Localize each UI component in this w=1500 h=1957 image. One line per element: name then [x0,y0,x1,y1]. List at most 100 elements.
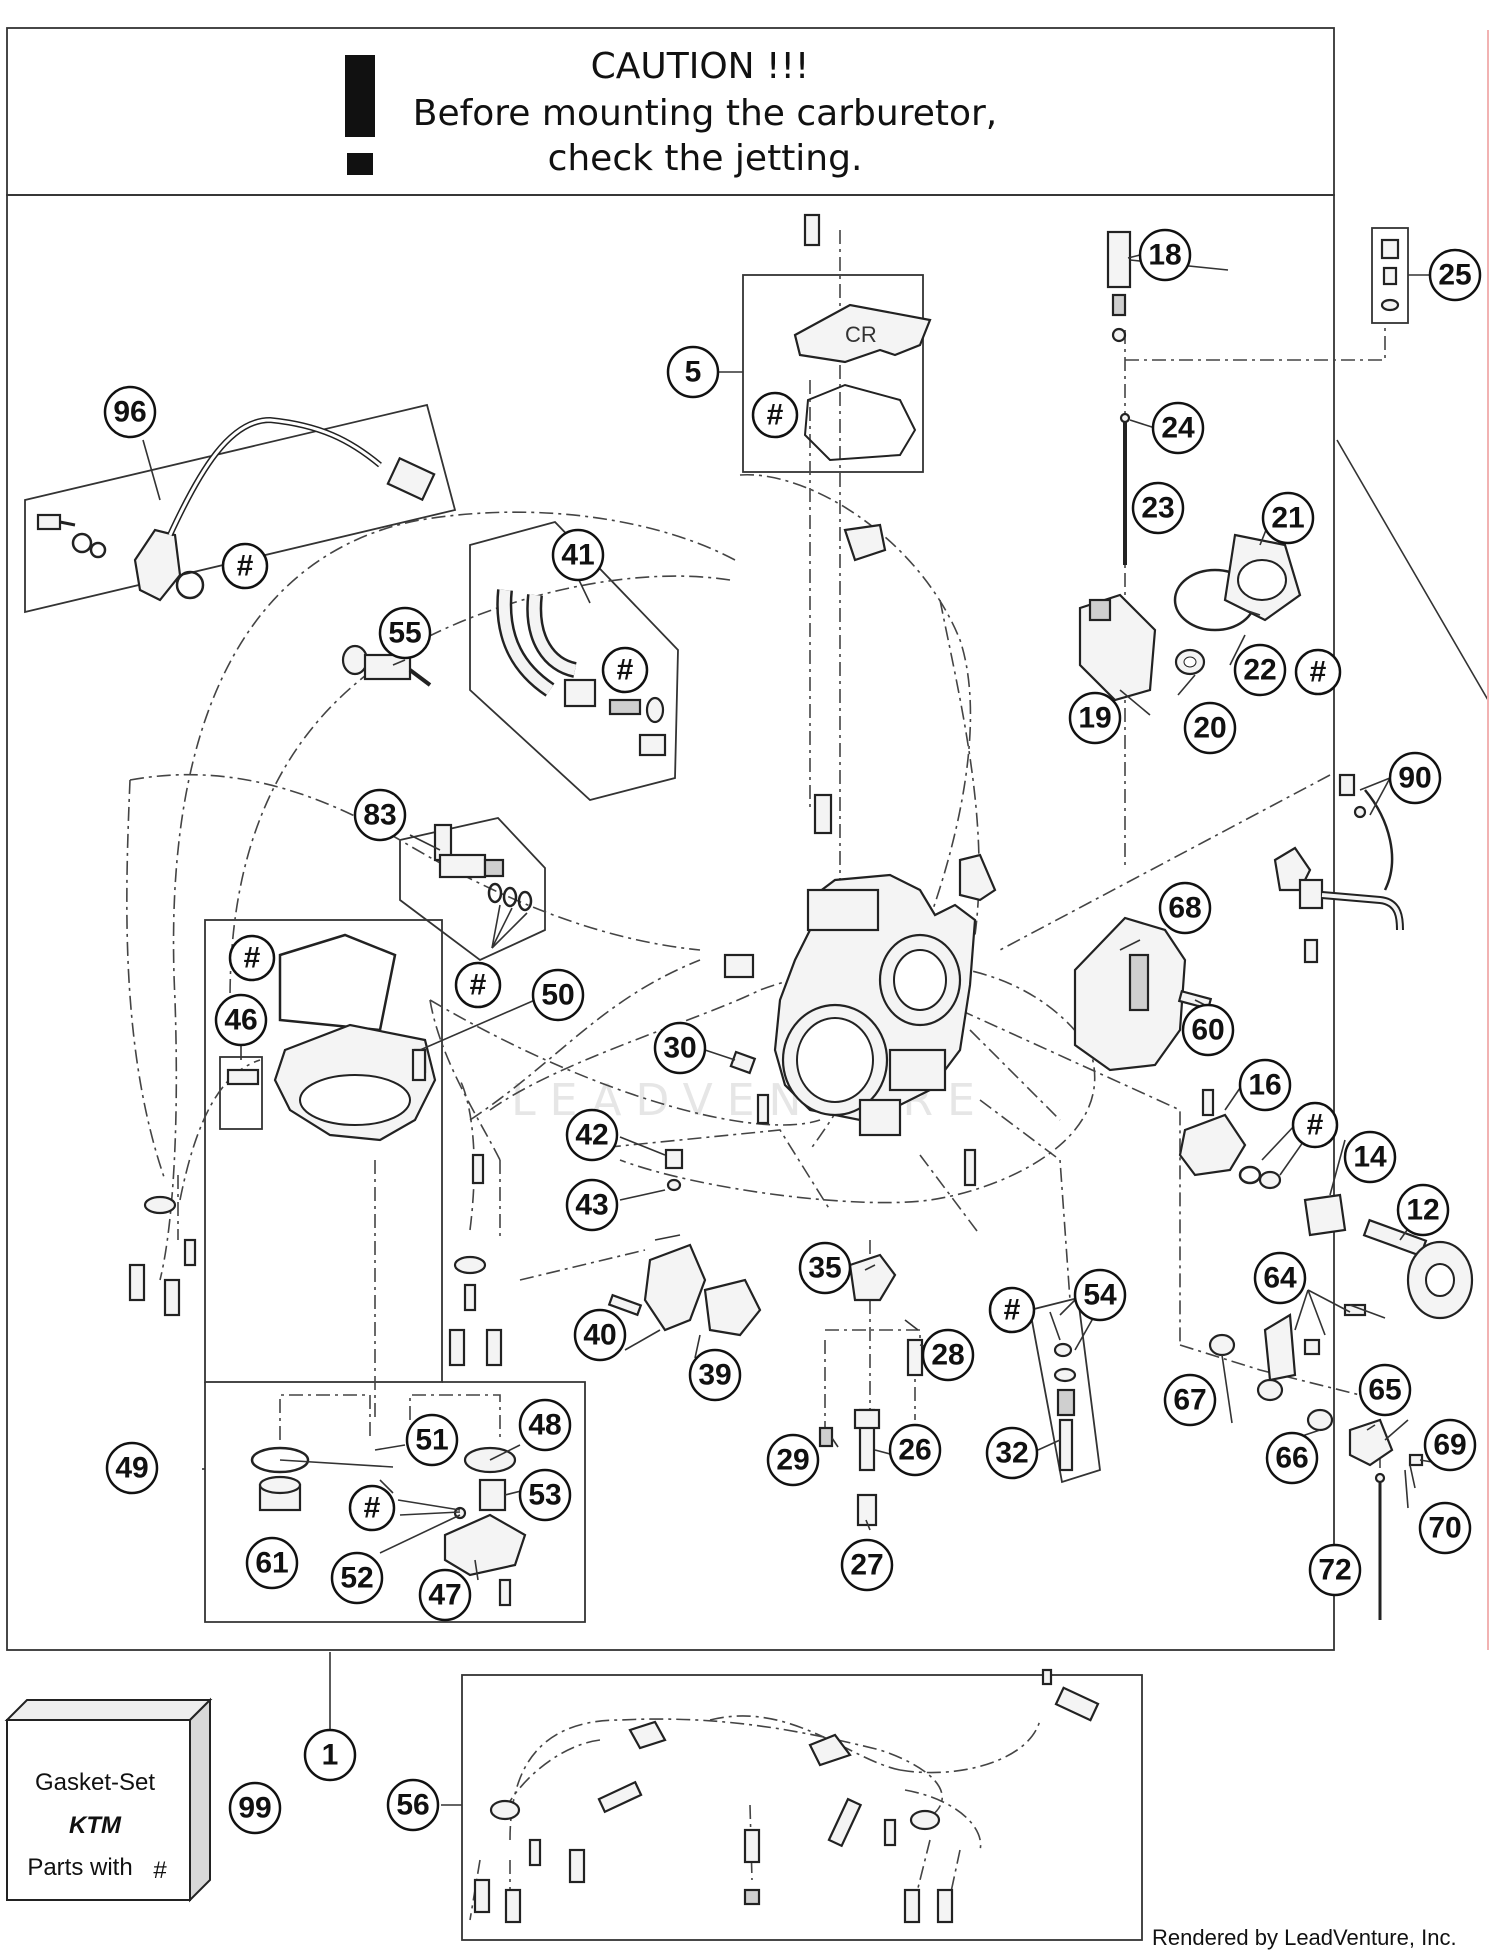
callout-26[interactable]: 26 [888,1423,942,1477]
callout-35[interactable]: 35 [798,1241,852,1295]
svg-text:#: # [617,654,634,687]
callout-51[interactable]: 51 [405,1413,459,1467]
svg-text:21: 21 [1271,502,1304,535]
callout-67[interactable]: 67 [1163,1373,1217,1427]
callout-72[interactable]: 72 [1308,1543,1362,1597]
callout-55[interactable]: 55 [378,606,432,660]
callout-16[interactable]: 16 [1238,1058,1292,1112]
callout-hash-49[interactable]: # [348,1484,396,1532]
callout-27[interactable]: 27 [840,1538,894,1592]
callout-hash-5[interactable]: # [751,391,799,439]
svg-text:69: 69 [1433,1429,1466,1462]
callout-30[interactable]: 30 [653,1021,707,1075]
callout-61[interactable]: 61 [245,1536,299,1590]
svg-text:47: 47 [428,1579,461,1612]
svg-text:99: 99 [238,1792,271,1825]
callout-70[interactable]: 70 [1418,1501,1472,1555]
callout-60[interactable]: 60 [1181,1003,1235,1057]
callout-hash-54[interactable]: # [988,1286,1036,1334]
svg-text:25: 25 [1438,259,1471,292]
callout-52[interactable]: 52 [330,1551,384,1605]
callout-hash-96[interactable]: # [221,542,269,590]
callout-23[interactable]: 23 [1131,481,1185,535]
callout-28[interactable]: 28 [921,1328,975,1382]
jets-parts [818,1253,924,1527]
svg-text:16: 16 [1248,1069,1281,1102]
callout-66[interactable]: 66 [1265,1431,1319,1485]
svg-text:90: 90 [1398,762,1431,795]
callout-83[interactable]: 83 [353,788,407,842]
callout-18[interactable]: 18 [1138,228,1192,282]
callout-19[interactable]: 19 [1068,691,1122,745]
callout-68[interactable]: 68 [1158,881,1212,935]
callout-32[interactable]: 32 [985,1426,1039,1480]
callout-99[interactable]: 99 [228,1781,282,1835]
callout-48[interactable]: 48 [518,1398,572,1452]
needle-parts [1106,230,1132,565]
svg-text:#: # [237,550,254,583]
jet-parts-25 [1380,238,1400,312]
svg-text:32: 32 [995,1437,1028,1470]
idle-screw-55 [341,644,432,687]
callout-39[interactable]: 39 [688,1348,742,1402]
callout-65[interactable]: 65 [1358,1363,1412,1417]
svg-text:41: 41 [561,539,594,572]
callout-90[interactable]: 90 [1388,751,1442,805]
svg-text:12: 12 [1406,1194,1439,1227]
svg-text:#: # [470,969,487,1002]
callout-54[interactable]: 54 [1073,1268,1127,1322]
callout-22[interactable]: 22 [1233,643,1287,697]
svg-text:20: 20 [1193,712,1226,745]
callout-64[interactable]: 64 [1253,1251,1307,1305]
callout-24[interactable]: 24 [1151,401,1205,455]
callout-56[interactable]: 56 [386,1778,440,1832]
svg-text:26: 26 [898,1434,931,1467]
svg-text:1: 1 [322,1739,339,1772]
svg-text:#: # [1004,1294,1021,1327]
gasket-set-parts-label: Parts with [27,1854,132,1881]
svg-text:55: 55 [388,617,421,650]
callout-41[interactable]: 41 [551,528,605,582]
callout-hash-49-top[interactable]: # [228,934,276,982]
svg-text:22: 22 [1243,654,1276,687]
svg-text:5: 5 [685,356,702,389]
group-boxes [4,227,1409,1941]
svg-text:43: 43 [575,1189,608,1222]
callout-1[interactable]: 1 [303,1728,357,1782]
callout-69[interactable]: 69 [1423,1418,1477,1472]
svg-text:66: 66 [1275,1442,1308,1475]
ktm-logo: KTM [69,1812,122,1839]
svg-text:30: 30 [663,1032,696,1065]
gasket-set-title: Gasket-Set [35,1769,155,1796]
callout-42[interactable]: 42 [565,1108,619,1162]
callout-14[interactable]: 14 [1343,1130,1397,1184]
callout-40[interactable]: 40 [573,1308,627,1362]
callout-hash-83[interactable]: # [454,961,502,1009]
callout-21[interactable]: 21 [1261,491,1315,545]
callout-43[interactable]: 43 [565,1178,619,1232]
callout-46[interactable]: 46 [214,993,268,1047]
callout-hash-22[interactable]: # [1294,648,1342,696]
gasket-set-hash-symbol: # [153,1857,167,1884]
sensor-cable-96 [36,416,436,602]
svg-text:60: 60 [1191,1014,1224,1047]
fitting-83 [433,823,533,912]
callout-49[interactable]: 49 [105,1441,159,1495]
callout-29[interactable]: 29 [766,1433,820,1487]
svg-text:72: 72 [1318,1554,1351,1587]
svg-text:65: 65 [1368,1374,1401,1407]
callout-hash-41[interactable]: # [601,646,649,694]
top-cover-part: CR [793,213,932,462]
callout-12[interactable]: 12 [1396,1183,1450,1237]
carburetor-body [773,873,977,1137]
callout-50[interactable]: 50 [531,968,585,1022]
callout-25[interactable]: 25 [1428,248,1482,302]
callout-47[interactable]: 47 [418,1568,472,1622]
callout-20[interactable]: 20 [1183,701,1237,755]
float-bowl-49 [226,933,485,1185]
callout-53[interactable]: 53 [518,1468,572,1522]
callout-hash-14[interactable]: # [1291,1101,1339,1149]
callout-5[interactable]: 5 [666,345,720,399]
svg-text:67: 67 [1173,1384,1206,1417]
callout-96[interactable]: 96 [103,385,157,439]
